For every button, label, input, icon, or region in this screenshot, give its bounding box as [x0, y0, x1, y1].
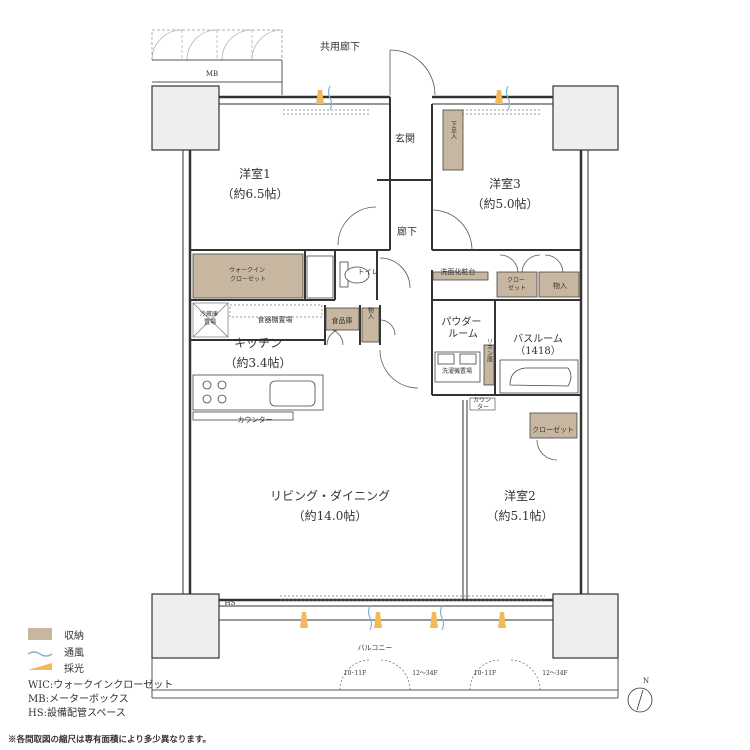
counter2-line2: ター — [477, 403, 489, 411]
fridge-line2: 置場 — [204, 318, 216, 326]
fridge-area — [192, 302, 323, 338]
legend-hs: HS:設備配管スペース — [28, 706, 126, 719]
legend-ventilation-swatch — [27, 651, 53, 657]
ventilation-markers — [327, 85, 511, 631]
powder-line2: ルーム — [448, 328, 478, 340]
legend-ventilation: 通風 — [64, 647, 84, 659]
legend-mb: MB:メーターボックス — [28, 693, 129, 705]
western2-name: 洋室2 — [504, 488, 536, 503]
pillars — [151, 85, 619, 659]
legend — [27, 628, 53, 670]
storage-closet2 — [529, 412, 578, 439]
shoe-storage-label: 下足入 — [450, 121, 457, 139]
floor-label-c: 10･11F — [474, 670, 496, 677]
toilet-label: トイレ — [358, 268, 379, 276]
corridor-label: 共用廊下 — [320, 40, 360, 53]
ldk-size: （約14.0帖） — [293, 508, 368, 523]
kitchen-counter — [192, 374, 324, 421]
exterior-walls — [182, 95, 589, 621]
mb-label: MB — [206, 70, 218, 78]
storage-kitchen — [361, 307, 380, 343]
washer-area — [434, 351, 481, 383]
kitchen-size: （約3.4帖） — [224, 355, 291, 370]
storage-mono3 — [538, 271, 580, 298]
western1-name: 洋室1 — [239, 166, 271, 181]
mb-area — [151, 29, 283, 95]
bathroom-label: バスルーム — [513, 333, 563, 345]
powder-counter — [469, 397, 496, 411]
powder-label: パウダー ルーム — [441, 315, 484, 340]
kitchen-name: キッチン — [234, 336, 282, 350]
western2-size: （約5.1帖） — [486, 508, 553, 523]
washer-label: 洗濯機置場 — [442, 367, 472, 375]
wic-label: ウォークイン クローゼット — [229, 266, 267, 283]
wic-line1: ウォークイン — [229, 266, 265, 274]
compass — [627, 687, 653, 713]
storage-shoe — [442, 109, 464, 171]
vanity — [432, 271, 489, 281]
legend-daylight: 採光 — [64, 662, 84, 675]
counter2-label: カウン ター — [473, 396, 493, 411]
hallway-label: 廊下 — [397, 225, 417, 238]
floor-label-d: 12～34F — [542, 670, 567, 677]
vanity-label: 洗面化粧台 — [441, 267, 476, 276]
closet3-label: クロー ゼット — [507, 277, 527, 292]
entrance-label: 玄関 — [395, 132, 415, 145]
windows — [280, 109, 545, 601]
closet3-line2: ゼット — [508, 284, 526, 292]
balcony — [151, 658, 619, 699]
fridge-label: 冷蔵庫 置場 — [200, 310, 220, 326]
pantry-label: 食品庫 — [332, 316, 353, 325]
legend-daylight-swatch — [28, 663, 52, 670]
legend-storage: 収納 — [64, 629, 84, 642]
fridge-line1: 冷蔵庫 — [200, 310, 218, 318]
storage3-label: 物入 — [553, 281, 567, 290]
dish-shelf-label: 食器棚置場 — [258, 315, 293, 324]
balcony-label: バルコニー — [358, 644, 393, 652]
floor-label-b: 12～34F — [412, 670, 437, 677]
north-label: N — [643, 677, 649, 685]
wic-line2: クローゼット — [230, 275, 266, 283]
floor-label-a: 10･11F — [344, 670, 366, 677]
bath-size-label: （1418） — [515, 345, 560, 357]
linen-label: リネン庫 — [486, 338, 493, 363]
storage-pantry — [325, 307, 360, 331]
daylight-markers — [300, 90, 506, 628]
powder-line1: パウダー — [441, 315, 481, 328]
counter-label: カウンター — [238, 415, 273, 424]
western3-name: 洋室3 — [489, 176, 521, 191]
storage-linen — [483, 344, 495, 386]
toilet-fixture — [339, 261, 370, 288]
footnote: ※各間取図の縮尺は専有面積により多少異なります。 — [8, 734, 211, 745]
storage-kitchen-label: 物入 — [367, 306, 374, 319]
storage-wic — [192, 253, 304, 299]
interior-walls — [190, 97, 581, 600]
storage-areas — [192, 109, 580, 439]
legend-storage-swatch — [28, 628, 52, 640]
counter2-line1: カウン — [473, 396, 491, 404]
bathtub — [499, 359, 579, 394]
closet3-line1: クロー — [507, 277, 525, 284]
closet2-label: クローゼット — [532, 425, 574, 434]
storage-closet3 — [496, 271, 538, 298]
western3-size: （約5.0帖） — [471, 196, 538, 211]
ldk-name: リビング・ダイニング — [270, 488, 390, 503]
doors — [326, 49, 564, 461]
hs-label: HS — [225, 599, 236, 607]
western1-size: （約6.5帖） — [221, 186, 288, 201]
legend-wic: WIC:ウォークインクローゼット — [28, 679, 173, 691]
